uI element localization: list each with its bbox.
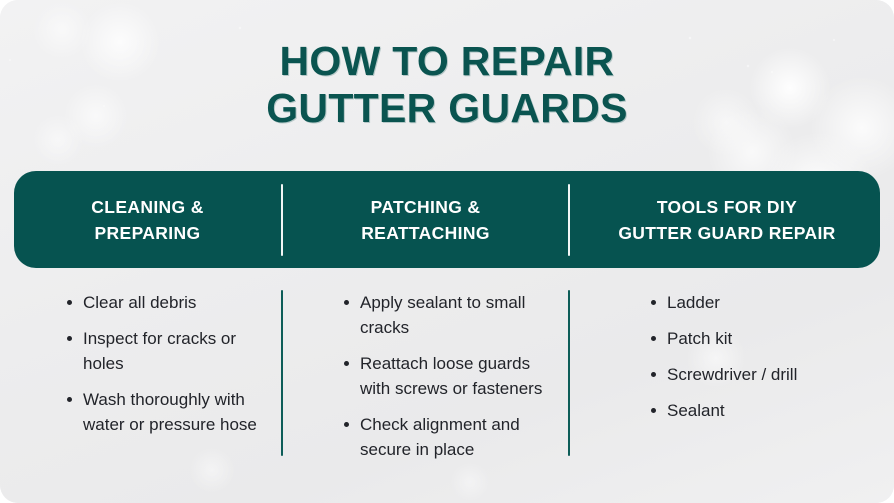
bullet-list: Apply sealant to small cracks Reattach l… xyxy=(343,290,556,462)
list-item: Reattach loose guards with screws or fas… xyxy=(343,351,556,401)
section-heading-text: CLEANING & PREPARING xyxy=(91,194,203,246)
section-heading-line-1: TOOLS FOR DIY xyxy=(656,196,798,217)
bullet-columns-row: Clear all debris Inspect for cracks or h… xyxy=(14,290,880,470)
list-item: Check alignment and secure in place xyxy=(343,412,556,462)
bullet-list: Clear all debris Inspect for cracks or h… xyxy=(66,290,271,437)
bullet-column-cleaning-preparing: Clear all debris Inspect for cracks or h… xyxy=(14,290,281,437)
section-heading-text: PATCHING & REATTACHING xyxy=(361,194,490,246)
list-item: Clear all debris xyxy=(66,290,271,315)
list-item: Screwdriver / drill xyxy=(650,362,874,387)
list-item: Sealant xyxy=(650,398,874,423)
header-divider-2-icon xyxy=(568,183,570,256)
list-item: Patch kit xyxy=(650,326,874,351)
section-heading-text: TOOLS FOR DIY GUTTER GUARD REPAIR xyxy=(618,194,835,246)
section-heading-line-2: GUTTER GUARD REPAIR xyxy=(618,222,836,243)
section-heading-line-1: CLEANING & xyxy=(91,196,204,217)
list-item: Apply sealant to small cracks xyxy=(343,290,556,340)
list-item: Ladder xyxy=(650,290,874,315)
section-header-cleaning-preparing: CLEANING & PREPARING xyxy=(14,171,281,268)
body-divider-2-icon xyxy=(568,290,570,456)
section-header-patching-reattaching: PATCHING & REATTACHING xyxy=(283,171,568,268)
body-divider-1-icon xyxy=(281,290,283,456)
bullet-list: Ladder Patch kit Screwdriver / drill Sea… xyxy=(650,290,874,423)
section-header-band: CLEANING & PREPARING PATCHING & REATTACH… xyxy=(14,171,880,268)
header-divider-1-icon xyxy=(281,183,283,256)
section-heading-line-2: PREPARING xyxy=(94,222,201,243)
page-title-line-2: GUTTER GUARDS xyxy=(266,85,628,131)
bullet-column-tools-for-diy: Ladder Patch kit Screwdriver / drill Sea… xyxy=(570,290,884,423)
page-title-line-1: HOW TO REPAIR xyxy=(279,38,615,84)
list-item: Inspect for cracks or holes xyxy=(66,326,271,376)
page-title: HOW TO REPAIR GUTTER GUARDS xyxy=(0,38,894,132)
bullet-column-patching-reattaching: Apply sealant to small cracks Reattach l… xyxy=(283,290,568,462)
section-header-tools-for-diy: TOOLS FOR DIY GUTTER GUARD REPAIR xyxy=(570,171,884,268)
section-heading-line-1: PATCHING & xyxy=(370,196,481,217)
section-heading-line-2: REATTACHING xyxy=(361,222,490,243)
list-item: Wash thoroughly with water or pressure h… xyxy=(66,387,271,437)
